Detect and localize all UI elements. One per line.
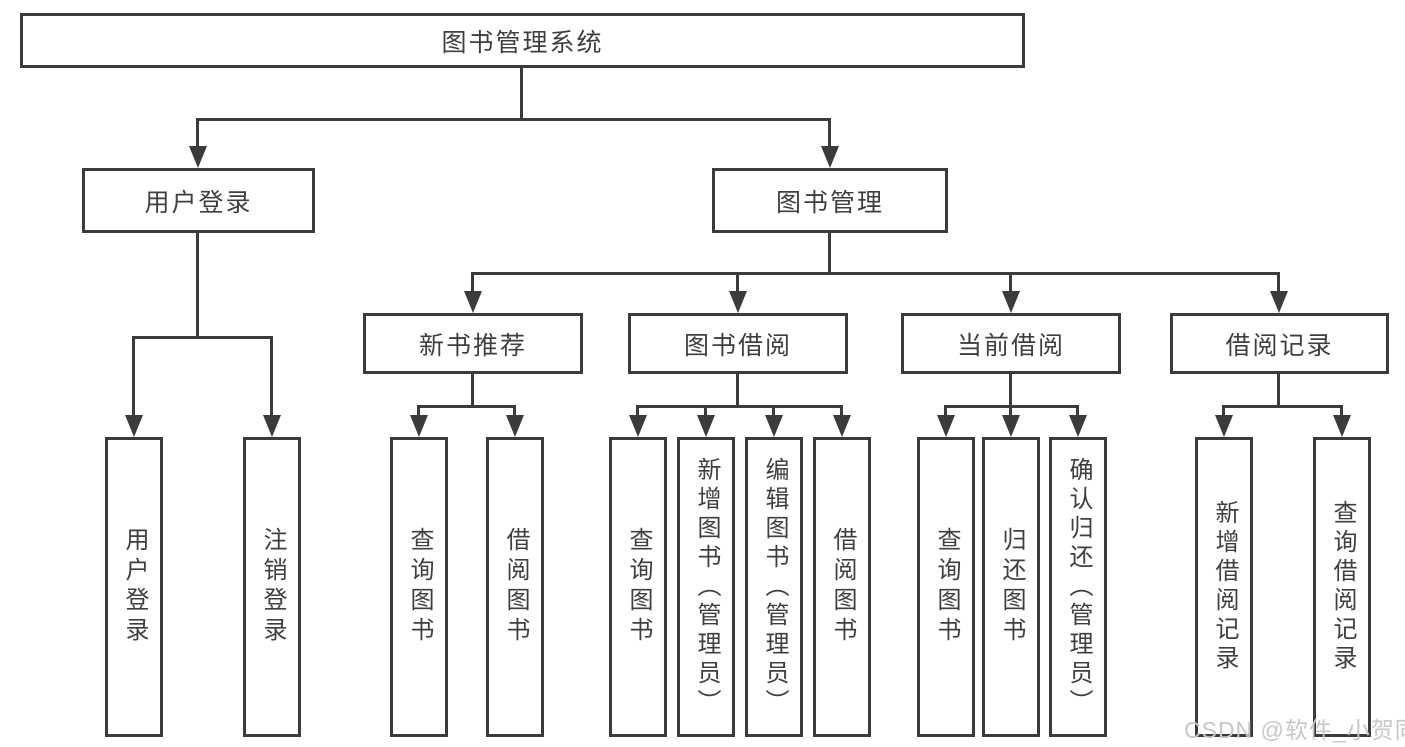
connector-stem xyxy=(1009,405,1012,419)
node-label: 当前借阅 xyxy=(956,331,1065,360)
arrowhead-down-icon xyxy=(464,291,482,313)
node-label: 用户登录 xyxy=(121,527,148,647)
node-user-login: 用户登录 xyxy=(82,168,315,233)
arrowhead-down-icon xyxy=(263,415,281,437)
node-label: 新书推荐 xyxy=(418,331,527,360)
connector-stem-book-mgmt xyxy=(828,118,831,152)
node-leaf-add-book-admin: 新增图书（管理员） xyxy=(677,437,735,737)
node-label: 新增借阅记录 xyxy=(1211,500,1238,674)
connector-borrow-record-drop xyxy=(1277,374,1280,405)
node-leaf-query-book-recommend: 查询图书 xyxy=(390,437,448,737)
arrowhead-down-icon xyxy=(1002,291,1020,313)
connector-stem xyxy=(636,405,639,419)
node-leaf-borrow-book: 借阅图书 xyxy=(813,437,871,737)
node-leaf-edit-book-admin: 编辑图书（管理员） xyxy=(745,437,803,737)
connector-book-mgmt-drop xyxy=(828,233,831,272)
connector-root-drop xyxy=(520,68,523,118)
connector-new-book-drop xyxy=(471,374,474,405)
node-borrowing-records: 借阅记录 xyxy=(1170,313,1389,374)
node-label: 借阅图书 xyxy=(502,527,529,647)
node-book-management: 图书管理 xyxy=(712,168,948,233)
node-label: 查询图书 xyxy=(625,527,652,647)
node-new-book-recommend: 新书推荐 xyxy=(363,313,583,374)
arrowhead-down-icon xyxy=(125,415,143,437)
node-label: 图书管理 xyxy=(775,188,884,217)
node-current-borrowing: 当前借阅 xyxy=(901,313,1121,374)
arrowhead-down-icon xyxy=(1215,415,1233,437)
node-label: 借阅图书 xyxy=(829,527,856,647)
arrowhead-down-icon xyxy=(629,415,647,437)
watermark: CSDN @软件_小贺同学 xyxy=(1184,717,1405,743)
arrowhead-down-icon xyxy=(506,415,524,437)
connector-stem-current-borrow xyxy=(1009,272,1012,295)
node-leaf-borrow-book-recommend: 借阅图书 xyxy=(486,437,544,737)
node-leaf-add-borrow-record: 新增借阅记录 xyxy=(1195,437,1253,737)
node-leaf-query-book-borrow: 查询图书 xyxy=(609,437,667,737)
connector-stem-new-book xyxy=(471,272,474,295)
node-library-management-system: 图书管理系统 xyxy=(20,13,1025,68)
node-label: 图书管理系统 xyxy=(441,28,604,57)
arrowhead-down-icon xyxy=(410,415,428,437)
connector-stem xyxy=(1076,405,1079,419)
node-book-borrowing: 图书借阅 xyxy=(628,313,848,374)
node-label: 借阅记录 xyxy=(1225,331,1334,360)
connector-stem-borrow-record xyxy=(1277,272,1280,295)
connector-stem-book-borrow xyxy=(736,272,739,295)
node-label: 编辑图书（管理员） xyxy=(761,456,788,718)
node-label: 确认归还（管理员） xyxy=(1065,456,1092,718)
connector-stem xyxy=(944,405,947,419)
node-leaf-logout: 注销登录 xyxy=(243,437,301,737)
connector-stem-leaf-user-login xyxy=(132,336,135,419)
arrowhead-down-icon xyxy=(937,415,955,437)
node-label: 查询借阅记录 xyxy=(1329,500,1356,674)
connector-stem-user-login xyxy=(196,118,199,152)
connector-stem xyxy=(840,405,843,419)
connector-stem xyxy=(772,405,775,419)
arrowhead-down-icon xyxy=(697,415,715,437)
connector-stem xyxy=(1222,405,1225,419)
arrowhead-down-icon xyxy=(189,146,207,168)
node-label: 查询图书 xyxy=(933,527,960,647)
connector-borrow-record-split xyxy=(1222,405,1343,408)
node-leaf-user-login: 用户登录 xyxy=(105,437,163,737)
connector-book-borrow-split xyxy=(636,405,843,408)
connector-book-borrow-drop xyxy=(736,374,739,405)
node-leaf-confirm-return-admin: 确认归还（管理员） xyxy=(1049,437,1107,737)
arrowhead-down-icon xyxy=(1270,291,1288,313)
node-label: 用户登录 xyxy=(144,188,253,217)
connector-stem xyxy=(1340,405,1343,419)
connector-stem-leaf-logout xyxy=(270,336,273,419)
node-leaf-return-book: 归还图书 xyxy=(982,437,1040,737)
node-label: 查询图书 xyxy=(406,527,433,647)
connector-stem xyxy=(513,405,516,419)
connector-stem xyxy=(417,405,420,419)
arrowhead-down-icon xyxy=(821,146,839,168)
connector-stem xyxy=(704,405,707,419)
node-label: 新增图书（管理员） xyxy=(693,456,720,718)
arrowhead-down-icon xyxy=(729,291,747,313)
node-label: 注销登录 xyxy=(259,527,286,647)
connector-user-login-split xyxy=(132,336,273,339)
arrowhead-down-icon xyxy=(1069,415,1087,437)
connector-new-book-split xyxy=(417,405,516,408)
connector-level2-split xyxy=(471,272,1280,275)
arrowhead-down-icon xyxy=(1002,415,1020,437)
node-leaf-query-book-current: 查询图书 xyxy=(917,437,975,737)
node-label: 图书借阅 xyxy=(683,331,792,360)
node-label: 归还图书 xyxy=(998,527,1025,647)
arrowhead-down-icon xyxy=(1333,415,1351,437)
connector-level1-split xyxy=(196,118,831,121)
connector-current-borrow-drop xyxy=(1009,374,1012,405)
node-leaf-query-borrow-record: 查询借阅记录 xyxy=(1313,437,1371,737)
arrowhead-down-icon xyxy=(765,415,783,437)
arrowhead-down-icon xyxy=(833,415,851,437)
connector-user-login-drop xyxy=(196,233,199,336)
